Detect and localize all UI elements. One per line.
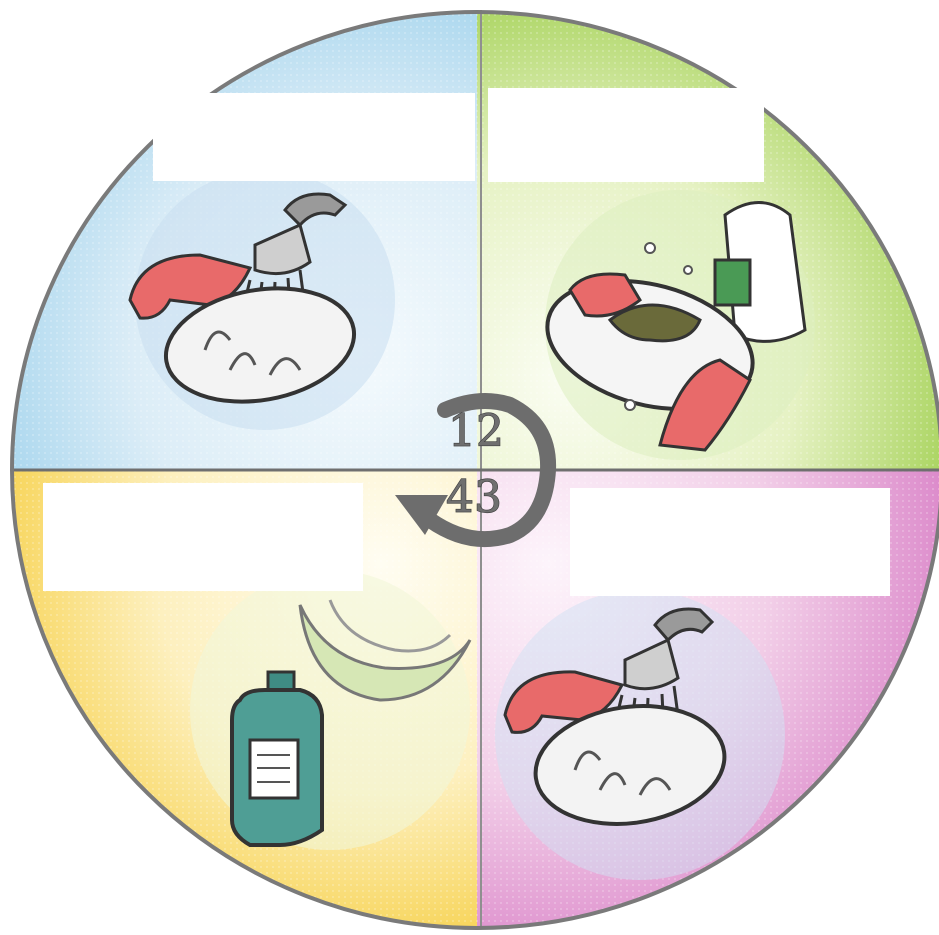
step-1-label-box bbox=[153, 93, 475, 181]
center-number-bottom: 43 bbox=[446, 472, 502, 523]
step-4-label-box bbox=[570, 488, 890, 596]
step-2-label-box bbox=[488, 88, 764, 182]
center-number-top: 12 bbox=[448, 406, 504, 457]
step-3-label-box bbox=[43, 483, 363, 591]
